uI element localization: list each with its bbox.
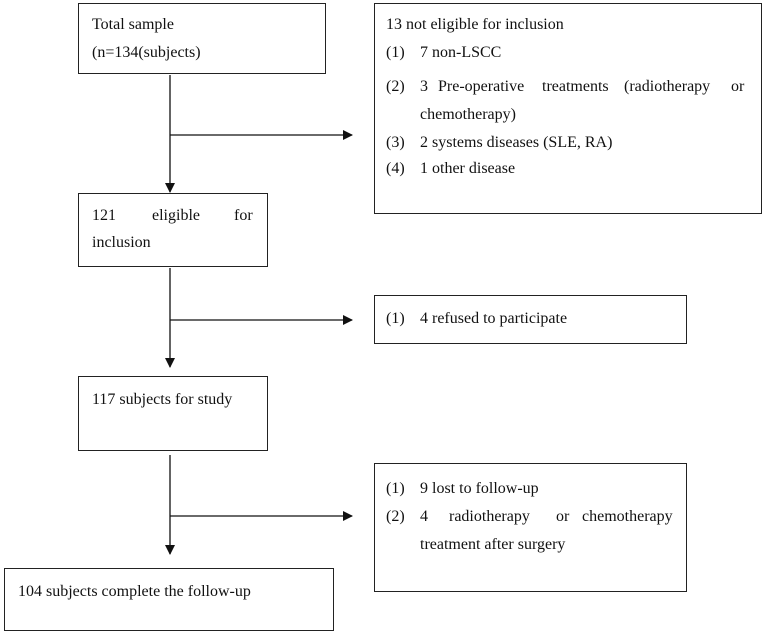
lost-item-2-word-2: radiotherapy xyxy=(449,508,530,525)
lost-item-1-text: 9 lost to follow-up xyxy=(420,480,539,497)
lost-followup-box: (1) 9 lost to follow-up (2) 4 radiothera… xyxy=(374,463,687,592)
study-box: 117 subjects for study xyxy=(78,376,268,451)
not-eligible-item-3-text: 2 systems diseases (SLE, RA) xyxy=(420,134,613,151)
not-eligible-item-2-word-5: or xyxy=(731,78,745,95)
lost-item-2-text-continued: treatment after surgery xyxy=(420,536,566,553)
lost-item-2-word-4: chemotherapy xyxy=(582,508,673,525)
lost-item-1-number: (1) xyxy=(386,480,405,497)
not-eligible-box: 13 not eligible for inclusion (1) 7 non-… xyxy=(374,3,762,214)
lost-item-2-word-1: 4 xyxy=(420,508,428,525)
study-text: 117 subjects for study xyxy=(92,391,233,408)
eligible-word: eligible xyxy=(152,207,200,224)
not-eligible-item-2-word-1: 3 xyxy=(420,78,428,95)
not-eligible-item-1-text: 7 non-LSCC xyxy=(420,44,502,61)
not-eligible-item-4-number: (4) xyxy=(386,160,405,177)
not-eligible-item-3-number: (3) xyxy=(386,134,405,151)
eligible-inclusion-word: inclusion xyxy=(92,234,151,251)
lost-item-2-word-3: or xyxy=(556,508,570,525)
eligible-count: 121 xyxy=(92,207,116,224)
complete-followup-box: 104 subjects complete the follow-up xyxy=(4,568,334,631)
not-eligible-item-2-text-continued: chemotherapy) xyxy=(420,106,516,123)
not-eligible-item-4-text: 1 other disease xyxy=(420,160,516,177)
not-eligible-item-2-number: (2) xyxy=(386,78,405,95)
not-eligible-item-2-word-2: Pre-operative xyxy=(438,78,525,95)
lost-item-2-number: (2) xyxy=(386,508,405,525)
refused-box: (1) 4 refused to participate xyxy=(374,295,687,344)
total-sample-title: Total sample xyxy=(92,16,174,33)
total-sample-count: (n=134(subjects) xyxy=(92,44,201,61)
total-sample-box: Total sample (n=134(subjects) xyxy=(78,3,326,74)
eligible-box: 121 eligible for inclusion xyxy=(78,193,268,267)
not-eligible-title: 13 not eligible for inclusion xyxy=(386,16,564,33)
eligible-for-word: for xyxy=(234,207,253,224)
refused-item-number: (1) xyxy=(386,310,405,327)
not-eligible-item-2-word-3: treatments xyxy=(542,78,609,95)
complete-followup-text: 104 subjects complete the follow-up xyxy=(18,583,251,600)
refused-item-text: 4 refused to participate xyxy=(420,310,568,327)
not-eligible-item-2-word-4: (radiotherapy xyxy=(624,78,711,95)
not-eligible-item-1-number: (1) xyxy=(386,44,405,61)
